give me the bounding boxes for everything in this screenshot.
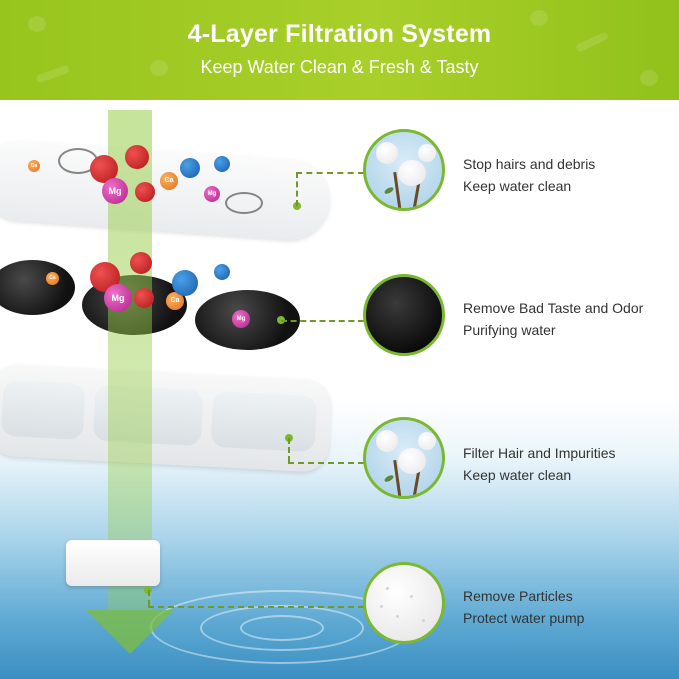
foam-pore <box>386 587 389 590</box>
bacteria-particle <box>135 182 155 202</box>
foam-pore <box>410 595 413 598</box>
impurity-particle <box>172 270 198 296</box>
connector-line <box>296 172 298 206</box>
layer1-line1: Stop hairs and debris <box>463 156 596 172</box>
connector-line <box>281 320 364 322</box>
impurity-particle <box>214 264 230 280</box>
connector-line <box>148 606 364 608</box>
impurity-particle <box>214 156 230 172</box>
layer2-carbon-mound <box>0 260 75 315</box>
bacteria-particle <box>134 288 154 308</box>
bacteria-particle <box>125 145 149 169</box>
magnesium-particle: Mg <box>204 186 220 202</box>
connector-line <box>148 590 150 606</box>
foam-sponge-image-circle <box>363 562 445 644</box>
water-ripple <box>240 615 324 641</box>
layer1-cotton-pad <box>0 137 333 243</box>
cotton-ball <box>398 448 426 474</box>
layer3-line2: Keep water clean <box>463 467 572 483</box>
calcium-particle: Ca <box>160 172 178 190</box>
layer1-description: Stop hairs and debris Keep water clean <box>463 153 595 197</box>
calcium-particle: Ca <box>166 292 184 310</box>
impurity-particle <box>180 158 200 178</box>
layer3-line1: Filter Hair and Impurities <box>463 445 616 461</box>
magnesium-particle: Mg <box>104 284 132 312</box>
cotton-image-circle <box>363 129 445 211</box>
foam-pore <box>422 619 425 622</box>
magnesium-particle: Mg <box>102 178 128 204</box>
header-banner: 4-Layer Filtration System Keep Water Cle… <box>0 0 679 100</box>
cotton-ball <box>418 432 436 450</box>
cotton-leaf <box>383 185 395 196</box>
calcium-particle: Ca <box>28 160 40 172</box>
cotton-ball <box>376 430 398 452</box>
down-arrow-icon <box>86 610 174 654</box>
page-title: 4-Layer Filtration System <box>187 20 492 48</box>
cotton-image-circle <box>363 417 445 499</box>
layer2-description: Remove Bad Taste and Odor Purifying wate… <box>463 297 643 341</box>
cotton-ball <box>418 144 436 162</box>
paw-print-decoration <box>530 10 548 26</box>
connector-line <box>296 172 364 174</box>
layer4-line1: Remove Particles <box>463 588 573 604</box>
connector-line <box>288 438 290 462</box>
layer4-line2: Protect water pump <box>463 610 585 626</box>
cotton-ball <box>398 160 426 186</box>
layer2-line2: Purifying water <box>463 322 556 338</box>
foam-pore <box>396 615 399 618</box>
layer3-description: Filter Hair and Impurities Keep water cl… <box>463 442 616 486</box>
paw-print-decoration <box>150 60 168 76</box>
foam-pore <box>380 605 383 608</box>
cotton-ball <box>376 142 398 164</box>
connector-dot <box>293 202 301 210</box>
layer2-line1: Remove Bad Taste and Odor <box>463 300 644 316</box>
connector-line <box>288 462 364 464</box>
tray-compartment <box>0 379 86 440</box>
page-subtitle: Keep Water Clean & Fresh & Tasty <box>200 57 479 77</box>
layer4-description: Remove Particles Protect water pump <box>463 585 584 629</box>
hair-debris <box>225 192 263 214</box>
paw-print-decoration <box>28 16 46 32</box>
magnesium-particle: Mg <box>232 310 250 328</box>
layer1-line2: Keep water clean <box>463 178 572 194</box>
bacteria-particle <box>130 252 152 274</box>
layer3-filter-tray <box>0 363 333 473</box>
tray-compartment <box>210 390 318 453</box>
activated-carbon-image-circle <box>363 274 445 356</box>
paw-print-decoration <box>640 70 658 86</box>
filtration-scene: Mg Ca Mg Ca Mg Ca Mg Ca <box>0 100 679 679</box>
calcium-particle: Ca <box>46 272 59 285</box>
layer4-foam-sponge <box>66 540 160 586</box>
cotton-leaf <box>383 473 395 484</box>
